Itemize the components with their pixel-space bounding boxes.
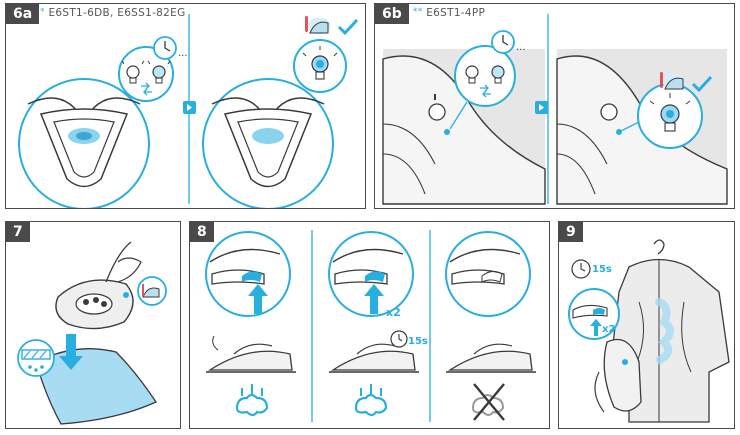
steam-trigger-magnifier-2: [328, 231, 414, 317]
step-8-tag: 8: [190, 222, 214, 242]
checkmark-icon: [691, 75, 713, 93]
arrow-up-icon: [590, 319, 602, 336]
clock-icon: [571, 259, 591, 279]
arrow-right-icon: [183, 101, 196, 114]
temperature-steam-icon: [305, 16, 330, 34]
bulb-toggle-callout: [118, 46, 174, 102]
temperature-steam-icon: [660, 72, 685, 90]
svg-text:...: ...: [516, 42, 526, 53]
lightbulb-icon: [293, 39, 347, 93]
step-9-illustration: x2 15s: [568, 239, 730, 423]
step-6b-models: ** E6ST1-4PP: [413, 7, 486, 19]
iron-side-3: [446, 343, 536, 373]
arrow-right-icon: [535, 101, 548, 114]
iron-side-1: [206, 335, 296, 373]
seconds-label: 15s: [408, 336, 428, 347]
iron-side-2: [329, 343, 419, 373]
step-8-panel: 8 x2: [189, 221, 550, 429]
iron-soleplate-magnifier-right: [202, 78, 334, 208]
svg-text:...: ...: [178, 48, 188, 59]
step-7-illustration: [17, 241, 167, 425]
no-steam-icon: [471, 383, 505, 421]
bulb-toggle-callout: [449, 45, 516, 130]
steam-trigger-magnifier-1: [205, 231, 291, 317]
clock-icon: ...: [491, 30, 526, 54]
clock-icon: ...: [153, 36, 188, 60]
step-9-panel: 9 x2 15s: [558, 221, 735, 429]
fabric-care-icon: [17, 339, 55, 377]
step-6b-panel: 6b ** E6ST1-4PP ...: [374, 3, 735, 209]
times-label: x2: [386, 306, 401, 319]
iron-vertical: [594, 338, 642, 413]
iron-top-view: [55, 241, 142, 330]
step-6a-illustration: ...: [18, 14, 359, 208]
temperature-steam-icon: [137, 276, 167, 306]
clock-icon: [390, 330, 408, 348]
steam-trigger-magnifier-3: [445, 231, 531, 317]
arrow-down-icon: [59, 334, 83, 370]
times-label: x2: [602, 324, 615, 335]
steam-burst-icon: [354, 384, 388, 417]
step-6b-illustration: ...: [382, 14, 728, 205]
step-6a-tag: 6a: [6, 4, 40, 24]
step-6a-models: * E6ST1-6DB, E6SS1-82EG: [40, 7, 186, 19]
seconds-label: 15s: [592, 264, 612, 275]
steam-burst-icon: [235, 384, 269, 417]
arrow-up-icon: [364, 284, 384, 314]
step-7-panel: 7: [5, 221, 181, 429]
step-6a-panel: 6a * E6ST1-6DB, E6SS1-82EG: [5, 3, 366, 209]
step-9-tag: 9: [559, 222, 583, 242]
step-7-tag: 7: [6, 222, 30, 242]
steam-trigger-magnifier: [568, 288, 620, 340]
step-6b-tag: 6b: [375, 4, 409, 24]
checkmark-icon: [337, 18, 359, 36]
iron-soleplate-magnifier-left: [18, 78, 150, 208]
step-8-illustration: x2 15s: [205, 230, 536, 422]
arrow-up-icon: [248, 284, 268, 314]
